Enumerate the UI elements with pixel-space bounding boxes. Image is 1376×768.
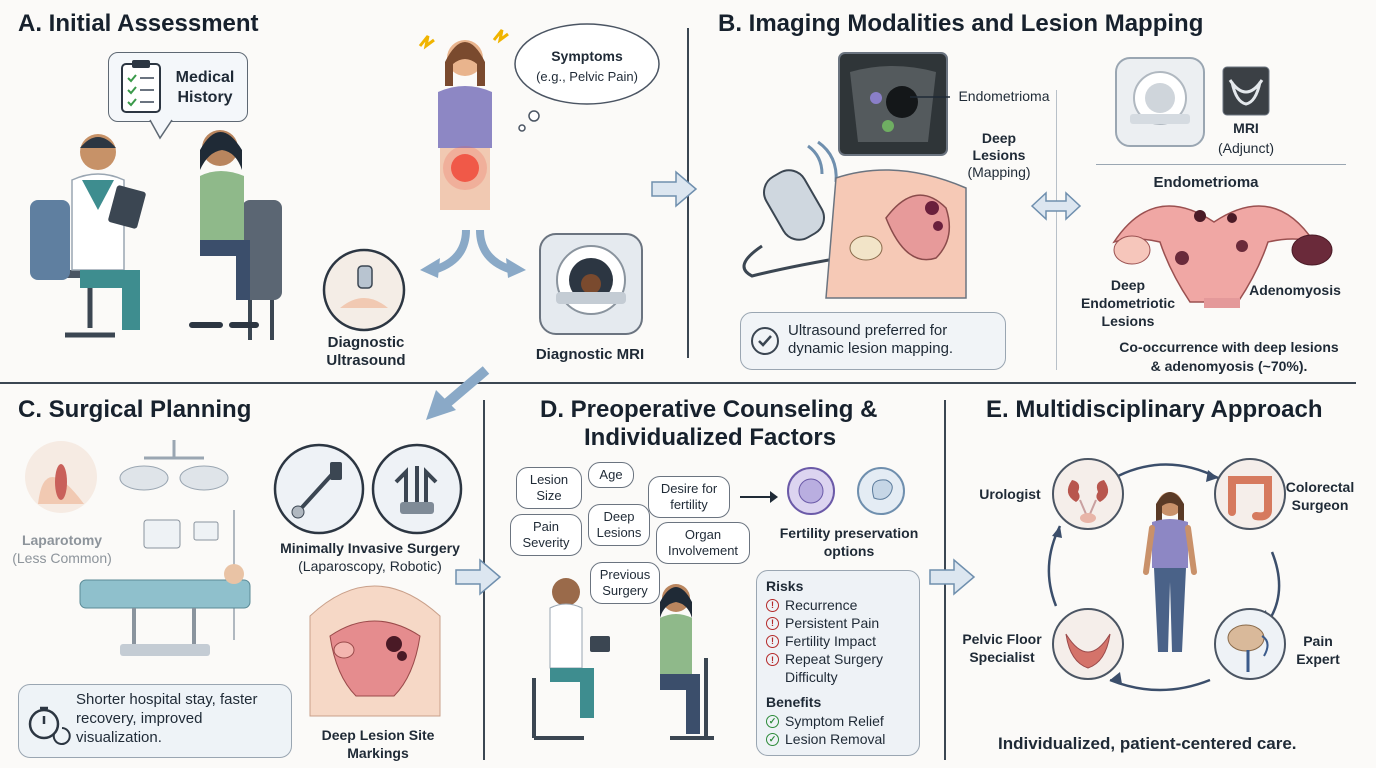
urologist-label: Urologist [979, 486, 1041, 502]
benefits-title: Benefits [766, 694, 822, 710]
section-c-title: C. Surgical Planning [18, 396, 252, 423]
check-icon: ✓ [766, 732, 779, 746]
section-b-title: B. Imaging Modalities and Lesion Mapping [718, 10, 1204, 37]
deep-lesion-site-illustration [309, 585, 441, 717]
endometrioma-us-label: Endometrioma [958, 88, 1050, 104]
factor-organ-involvement: Organ Involvement [656, 522, 750, 564]
diagnostic-ultrasound-label: Diagnostic Ultrasound [326, 334, 406, 369]
laparotomy-abdomen-icon [25, 441, 97, 513]
arrow-to-c [426, 366, 490, 420]
mri-adjunct-label: (Adjunct) [1217, 140, 1275, 156]
ultrasound-note-card [740, 312, 1006, 370]
mapping-label: (Mapping) [967, 164, 1031, 180]
endometrioma-pointer [910, 96, 950, 98]
pelvic-floor-label: Pelvic Floor Specialist [962, 631, 1042, 665]
mis-sub-label: (Laparoscopy, Robotic) [298, 558, 442, 574]
benefit-note-text: Shorter hospital stay, faster recovery, … [76, 691, 258, 746]
colorectal-colon-icon [1214, 458, 1286, 530]
risk-item: !Repeat Surgery Difficulty [766, 650, 916, 686]
urologist-kidney-icon [1052, 458, 1124, 530]
benefits-list: ✓Symptom Relief ✓Lesion Removal [766, 712, 916, 748]
deep-lesions-label: Deep Lesions [972, 130, 1026, 163]
checkmark-circle-icon [751, 327, 779, 355]
care-footer: Individualized, patient-centered care. [998, 734, 1297, 753]
mri-label: MRI [1233, 120, 1259, 136]
mri-machine-small-icon [1115, 57, 1205, 147]
pelvic-cross-section [825, 169, 967, 299]
factor-pain-severity: Pain Severity [510, 514, 582, 556]
medical-history-label: Medical History [175, 69, 235, 106]
colorectal-label: Colorectal Surgeon [1285, 479, 1355, 513]
section-e-title: E. Multidisciplinary Approach [986, 396, 1323, 423]
mri-machine-icon [539, 233, 643, 335]
doctor-figure [30, 134, 146, 338]
symptoms-title: Symptoms [551, 48, 623, 64]
clipboard-icon [121, 60, 161, 113]
pelvis-xray-icon [1222, 66, 1270, 116]
double-arrow [1030, 191, 1082, 221]
benefit-item: ✓Lesion Removal [766, 730, 916, 748]
embryo-icon [857, 467, 905, 515]
risks-title: Risks [766, 578, 804, 594]
egg-cell-icon [787, 467, 835, 515]
endometrioma-label: Endometrioma [1153, 174, 1259, 191]
mis-label: Minimally Invasive Surgery [280, 540, 460, 556]
factor-lesion-size: Lesion Size [516, 467, 582, 509]
arrow-to-fertility [740, 491, 778, 503]
factor-desire-fertility: Desire for fertility [648, 476, 730, 518]
laparotomy-sub-label: (Less Common) [12, 550, 112, 566]
laparoscopy-tool-icon [273, 443, 365, 535]
symptoms-subtitle: (e.g., Pelvic Pain) [536, 69, 638, 84]
counseling-figures [532, 578, 714, 740]
factor-previous-surgery: Previous Surgery [590, 562, 660, 604]
risk-item: !Persistent Pain [766, 614, 916, 632]
diagnostic-mri-label: Diagnostic MRI [535, 346, 645, 363]
arrow-d-to-e [929, 558, 976, 596]
adenomyosis-label: Adenomyosis [1249, 282, 1341, 298]
check-icon: ✓ [766, 714, 779, 728]
stopwatch-icon [28, 706, 71, 745]
section-d-title-line2: Individualized Factors [584, 424, 837, 451]
arrow-c-to-d [455, 558, 502, 596]
section-d-title-line1: D. Preoperative Counseling & [540, 396, 878, 423]
alert-icon: ! [766, 653, 779, 666]
risk-item: !Fertility Impact [766, 632, 916, 650]
factor-age: Age [588, 462, 634, 488]
patient-standing-figure [1143, 492, 1197, 652]
pelvic-pain-woman [418, 29, 509, 210]
benefit-item: ✓Symptom Relief [766, 712, 916, 730]
ultrasound-note-text: Ultrasound preferred for dynamic lesion … [788, 322, 954, 357]
patient-figure [189, 130, 282, 340]
operating-room-illustration [79, 440, 251, 656]
laparotomy-label: Laparotomy [21, 532, 103, 548]
vertical-divider-b-inner [1056, 90, 1057, 370]
mri-separator [1096, 164, 1346, 165]
pain-expert-brain-icon [1214, 608, 1286, 680]
bubble-tail [149, 119, 173, 140]
factor-deep-lesions: Deep Lesions [588, 504, 650, 546]
deep-lesion-site-label: Deep Lesion Site Markings [321, 727, 435, 761]
arrow-a-to-b [651, 170, 698, 208]
uterus-anatomy-illustration [1112, 205, 1333, 308]
symptoms-thought-bubble [514, 23, 660, 132]
deep-endometriotic-label: Deep Endometriotic Lesions [1080, 277, 1176, 329]
cooccurrence-label: Co-occurrence with deep lesions & adenom… [1119, 339, 1339, 374]
ultrasound-screen [838, 52, 948, 156]
ultrasound-abdomen-icon [322, 248, 406, 332]
pain-expert-label: Pain Expert [1296, 633, 1340, 667]
fertility-preservation-label: Fertility preservation options [779, 525, 919, 559]
ultrasound-probe-icon [742, 140, 853, 278]
risks-benefits-card [756, 570, 920, 756]
risk-item: !Recurrence [766, 596, 916, 614]
pelvic-floor-icon [1052, 608, 1124, 680]
alert-icon: ! [766, 616, 779, 630]
benefit-note-card [18, 684, 292, 758]
alert-icon: ! [766, 634, 779, 648]
robotic-surgery-icon [371, 443, 463, 535]
risks-list: !Recurrence !Persistent Pain !Fertility … [766, 596, 916, 686]
horizontal-divider [0, 382, 1356, 384]
split-arrows [420, 229, 526, 278]
section-a-title: A. Initial Assessment [18, 10, 259, 37]
alert-icon: ! [766, 598, 779, 612]
